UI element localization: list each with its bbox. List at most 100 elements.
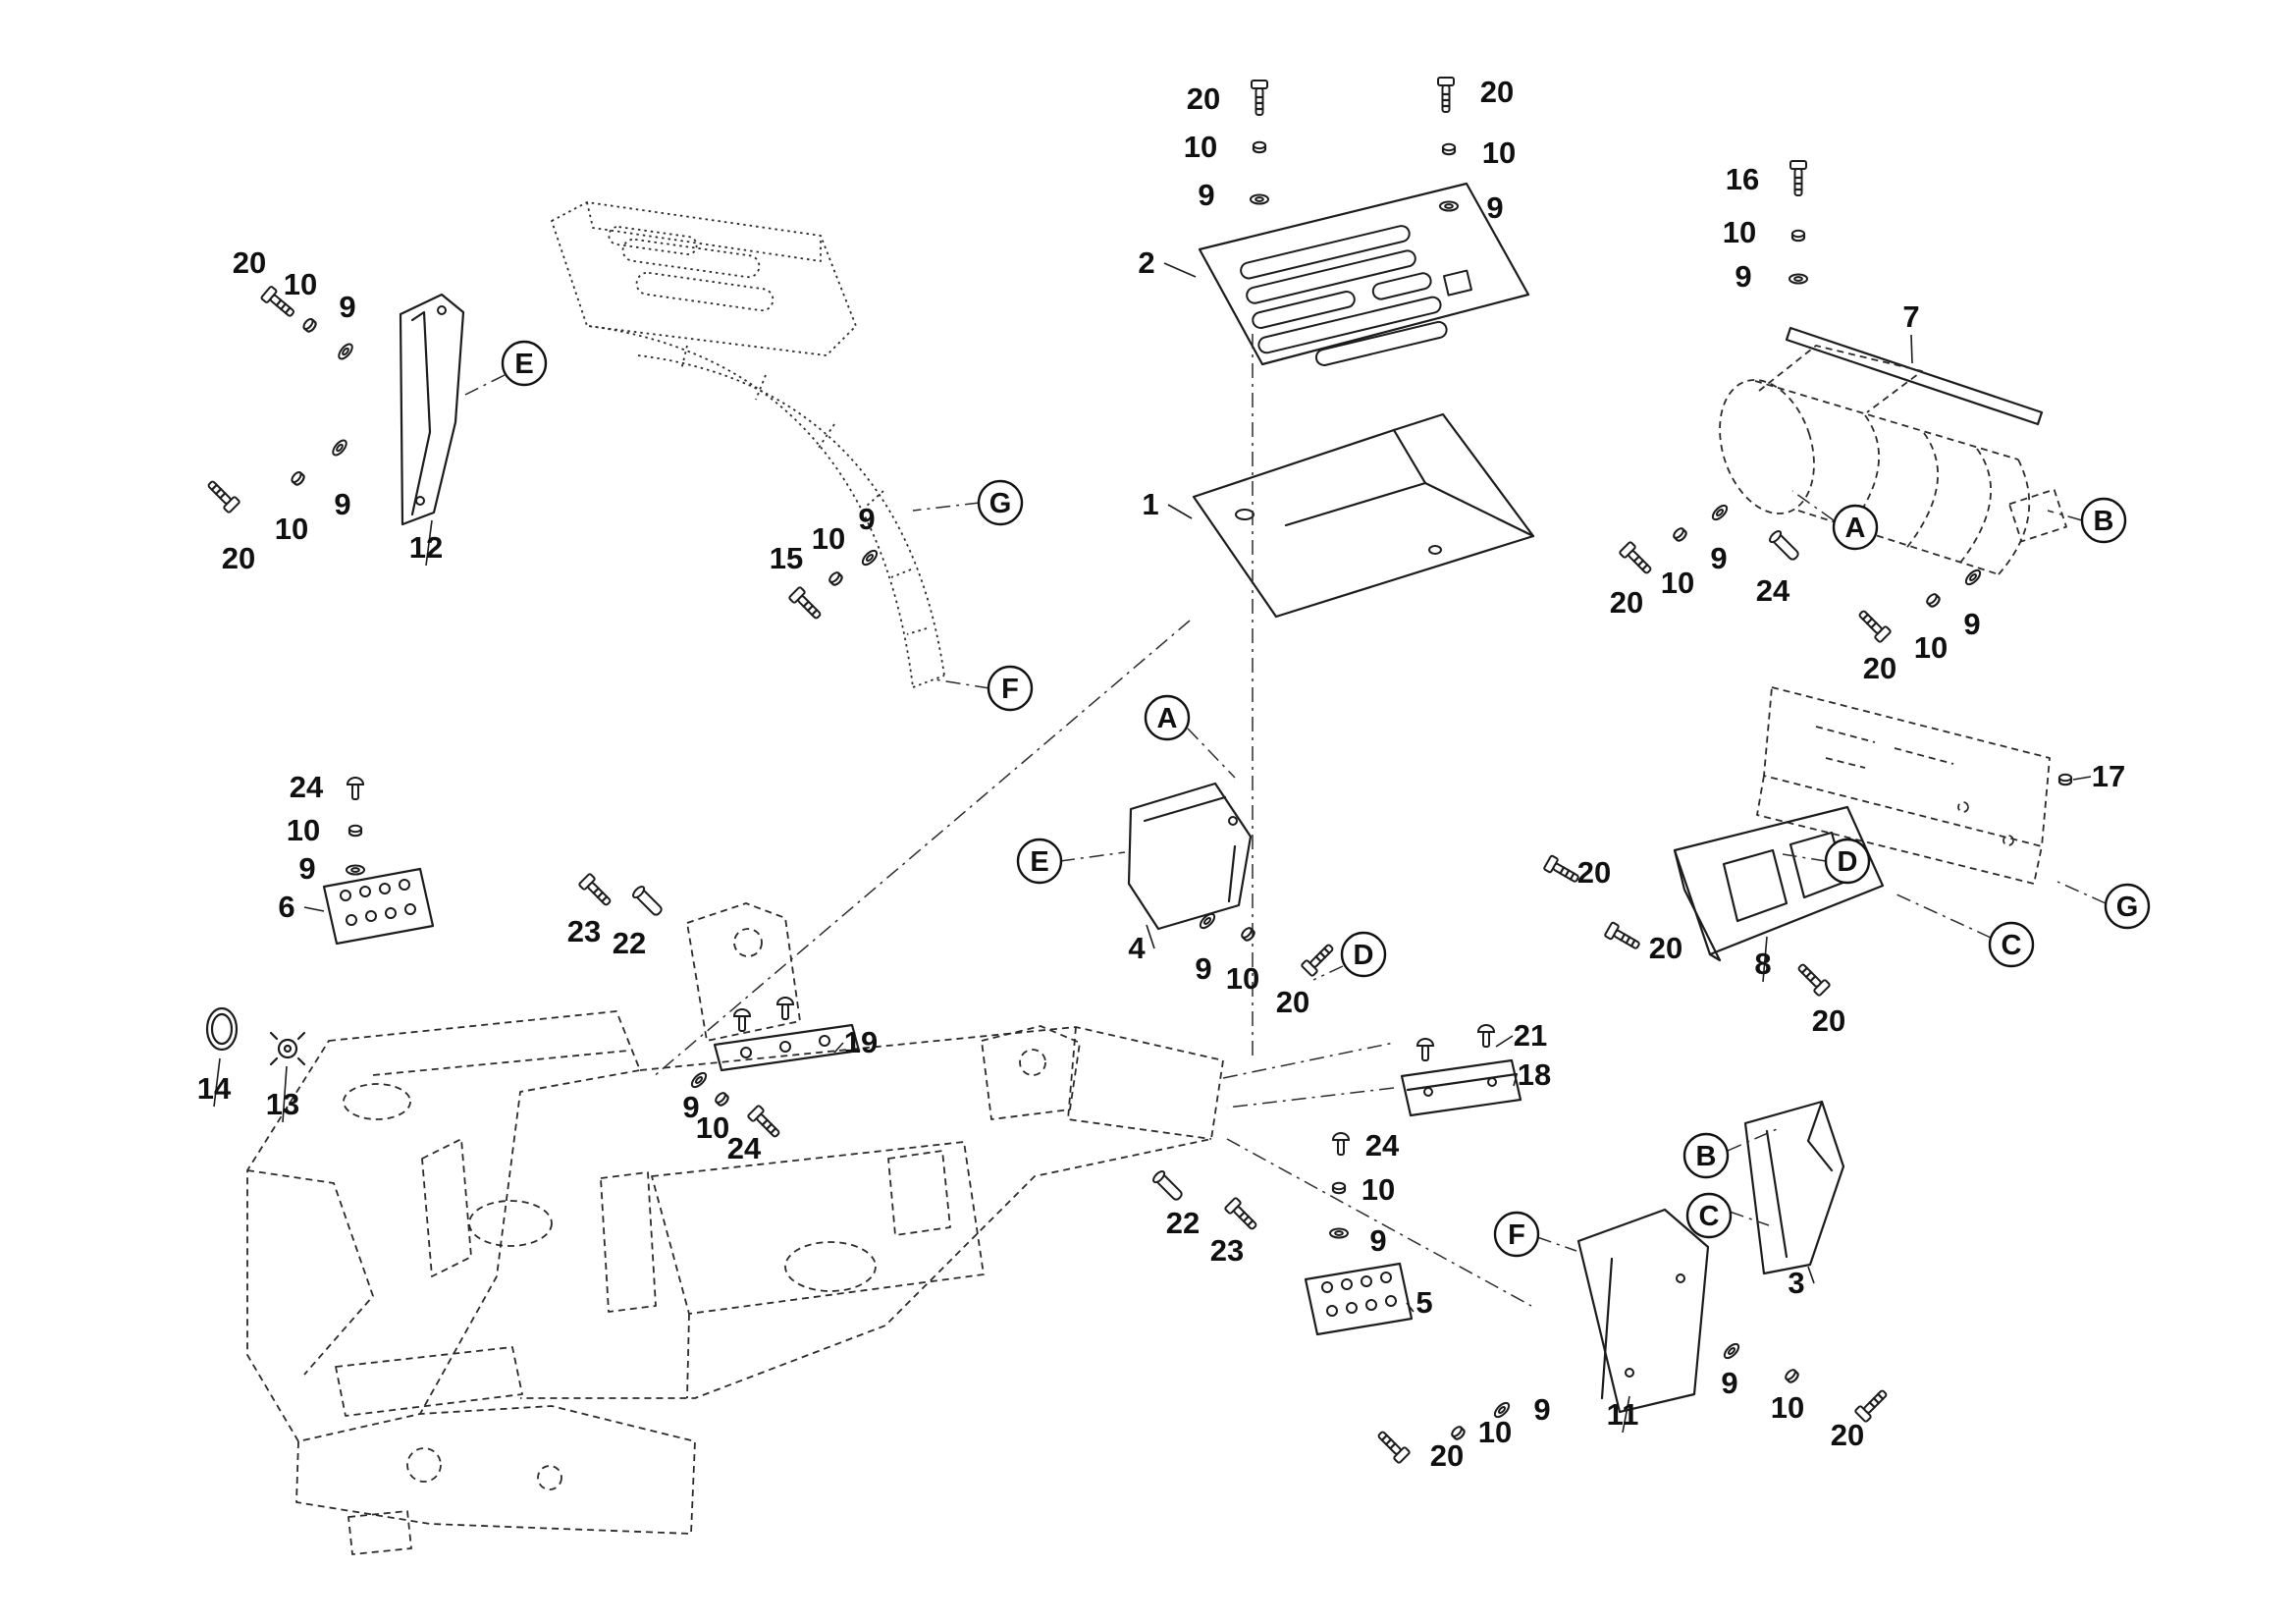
pin-icon <box>630 884 666 919</box>
part-number-label: 10 <box>284 267 317 301</box>
washer-icon <box>1439 200 1459 212</box>
part-number-label: 2 <box>1138 245 1154 280</box>
leader-line <box>1167 504 1193 519</box>
leader-line <box>1163 262 1197 278</box>
part-number-label: 9 <box>334 487 350 521</box>
part-number-label: 20 <box>1649 931 1682 965</box>
part-number-label: 17 <box>2092 759 2125 793</box>
part-number-label: 10 <box>1478 1415 1512 1449</box>
part-number-label: 6 <box>278 890 294 924</box>
washer-icon <box>329 437 350 459</box>
heat-shield-panel <box>1756 686 2051 885</box>
pin-icon <box>1767 528 1802 564</box>
part-number-label: 9 <box>1735 259 1751 294</box>
part-number-label: 24 <box>727 1131 762 1165</box>
washer-icon <box>1709 502 1731 523</box>
part-number-label: 10 <box>1362 1172 1395 1207</box>
leader-line <box>1910 334 1913 364</box>
leader-line <box>833 1042 844 1054</box>
leader-line <box>213 1057 221 1108</box>
leader-line <box>1513 1074 1518 1087</box>
nut-icon <box>300 316 319 335</box>
leader-line <box>282 1065 288 1123</box>
nut-icon <box>713 1090 731 1109</box>
part-number-label: 24 <box>1365 1128 1400 1163</box>
bolt-icon <box>577 872 615 910</box>
part-number-label: 10 <box>812 521 845 556</box>
part-number-label: 9 <box>1195 951 1211 986</box>
ref-letter-label: A <box>1845 513 1866 544</box>
ref-letter-A: A <box>1832 504 1879 551</box>
washer-icon <box>1962 567 1984 588</box>
part-number-label: 19 <box>844 1025 878 1059</box>
part-number-label: 22 <box>1166 1206 1200 1240</box>
part-number-label: 10 <box>696 1110 729 1145</box>
part-number-label: 4 <box>1128 931 1146 965</box>
nut-icon <box>827 569 845 588</box>
bracket-part-3 <box>1743 1100 1845 1275</box>
bolt-icon <box>1223 1196 1261 1234</box>
grommet-part-13 <box>269 1031 306 1066</box>
bolt-icon <box>1436 76 1456 114</box>
bolt-icon <box>787 585 826 623</box>
part-number-label: 9 <box>1963 607 1980 641</box>
ref-letter-D: D <box>1824 838 1871 885</box>
part-number-label: 9 <box>858 502 875 536</box>
nut-icon <box>1441 142 1457 156</box>
ref-letter-label: C <box>1699 1201 1720 1232</box>
part-number-label: 20 <box>1610 585 1643 620</box>
part-number-label: 10 <box>1661 566 1694 600</box>
ref-letter-label: B <box>1696 1141 1717 1172</box>
part-number-label: 16 <box>1726 162 1759 196</box>
ref-letter-D: D <box>1340 931 1387 978</box>
ref-letter-E: E <box>1016 838 1063 885</box>
ref-letter-label: G <box>2116 892 2139 923</box>
part-number-label: 1 <box>1142 487 1158 521</box>
part-number-label: 10 <box>1914 630 1948 665</box>
cap-screw-icon <box>1477 1024 1495 1048</box>
floor-mat-part-1 <box>1192 412 1535 619</box>
washer-icon <box>1250 193 1269 205</box>
bolt-icon <box>1618 540 1656 578</box>
construction-lines <box>464 334 2107 1307</box>
part-number-label: 20 <box>233 245 266 280</box>
nut-icon <box>1924 591 1943 610</box>
part-number-label: 20 <box>1577 855 1611 890</box>
muffler-assembly <box>1719 345 2067 575</box>
part-number-label: 9 <box>298 851 315 886</box>
part-number-label: 7 <box>1902 299 1919 334</box>
part-number-label: 21 <box>1514 1018 1547 1053</box>
cap-screw-icon <box>1332 1132 1350 1156</box>
part-number-label: 22 <box>613 926 646 960</box>
cap-screw-icon <box>347 777 364 800</box>
ref-letter-G: G <box>977 479 1024 526</box>
nut-icon <box>1239 925 1257 944</box>
nut-icon <box>1252 140 1267 154</box>
bolt-icon <box>1854 606 1893 644</box>
part-number-label: 23 <box>1210 1233 1244 1268</box>
leader-line <box>1622 1395 1630 1434</box>
part-number-label: 14 <box>197 1071 232 1106</box>
bracket-part-4 <box>1127 782 1253 931</box>
part-number-label: 9 <box>1486 190 1503 225</box>
ring-part-14 <box>205 1006 239 1052</box>
washer-icon <box>859 547 881 568</box>
washer-icon <box>346 864 365 876</box>
washer-icon <box>1789 273 1808 285</box>
part-number-label: 5 <box>1415 1285 1432 1320</box>
nut-icon <box>1783 1367 1801 1385</box>
bolt-icon <box>203 476 241 514</box>
part-number-label: 9 <box>1198 178 1214 212</box>
leader-line <box>1146 924 1155 949</box>
bolt-icon <box>1373 1427 1412 1465</box>
washer-icon <box>688 1069 710 1091</box>
part-number-label: 3 <box>1788 1266 1804 1300</box>
ref-letter-label: E <box>1030 846 1048 878</box>
heater-panel-part-2 <box>1198 182 1530 366</box>
leader-line <box>1807 1266 1815 1284</box>
part-number-label: 18 <box>1518 1057 1551 1092</box>
ref-letter-label: D <box>1354 940 1374 971</box>
nut-icon <box>1331 1181 1347 1195</box>
part-number-label: 9 <box>1369 1223 1386 1258</box>
